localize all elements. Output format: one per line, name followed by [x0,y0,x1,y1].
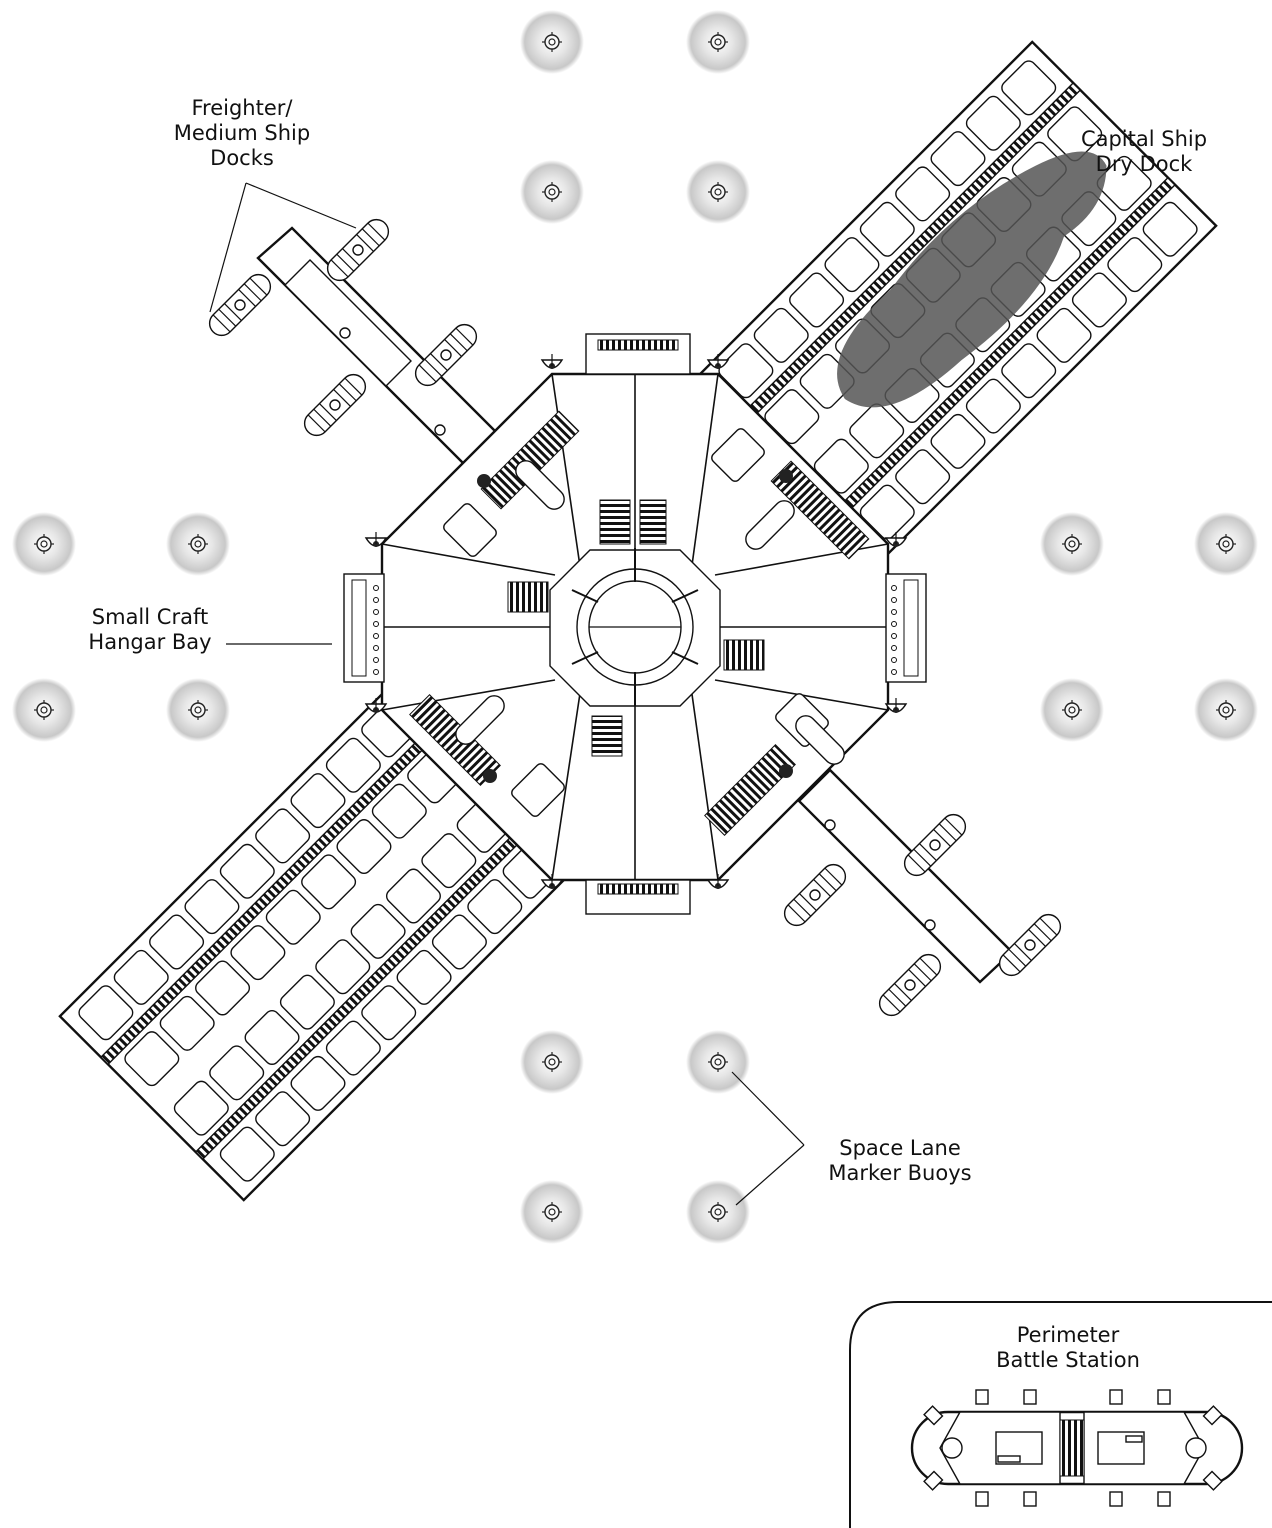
label-perimeter-line2: Battle Station [996,1348,1140,1372]
capital-ship-silhouette [837,151,1107,408]
label-hangar-line2: Hangar Bay [88,630,211,654]
capital-ship-dry-dock [698,40,1218,560]
label-freighter-docks: Freighter/ Medium Ship Docks [174,96,310,170]
station-main-hull [343,333,927,915]
label-hangar-line1: Small Craft [92,605,208,629]
label-space-lane-buoys: Space Lane Marker Buoys [828,1136,971,1185]
label-freighter-line3: Docks [210,146,274,170]
label-perimeter-line1: Perimeter [1017,1323,1120,1347]
perimeter-battle-station-inset: Perimeter Battle Station [849,1301,1272,1528]
label-freighter-line2: Medium Ship [174,121,310,145]
small-craft-hangar-bay [343,573,385,683]
label-buoys-line1: Space Lane [839,1136,960,1160]
label-buoys-line2: Marker Buoys [828,1161,971,1185]
east-hangar [885,573,927,683]
label-capital-line2: Dry Dock [1096,152,1193,176]
label-capital-line1: Capital Ship [1081,127,1207,151]
leader-lines [209,182,805,1206]
freighter-dock-arm-nw [203,213,506,472]
label-small-craft-hangar: Small Craft Hangar Bay [88,605,211,654]
battle-station-drawing [910,1389,1244,1507]
antenna-dish-icon [541,353,563,370]
small-craft-dock-sw [58,682,578,1202]
label-freighter-line1: Freighter/ [192,96,294,120]
battle-station-turrets [923,1389,1223,1507]
freighter-dock-arm-se [778,768,1067,1022]
label-capital-dry-dock: Capital Ship Dry Dock [1081,127,1207,176]
